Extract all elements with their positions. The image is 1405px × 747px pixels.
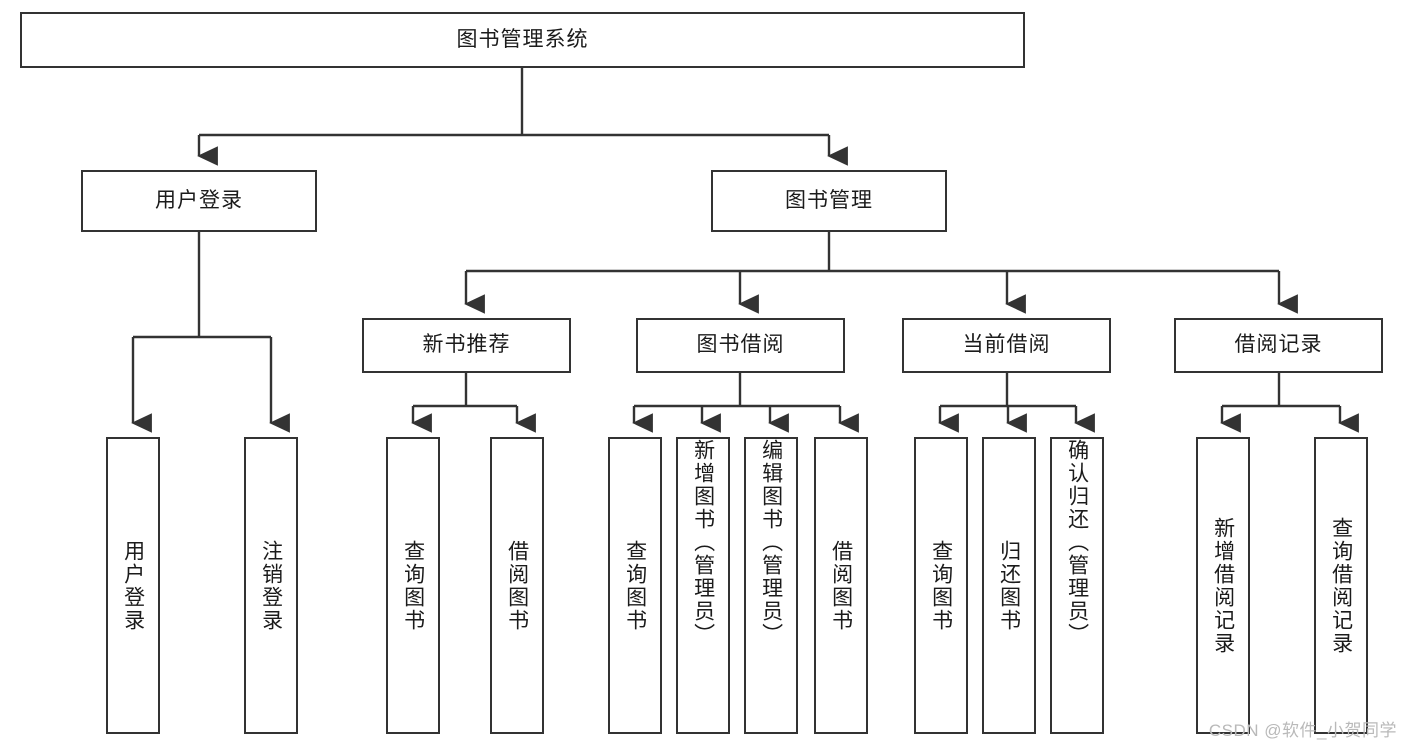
leaf-label: 借阅图书 bbox=[505, 539, 529, 632]
leaf-book-borrow-add-book-admin[interactable]: 新增图书（管理员） bbox=[676, 437, 730, 734]
node-book-borrow[interactable]: 图书借阅 bbox=[636, 318, 845, 373]
leaf-label: 查询借阅记录 bbox=[1329, 516, 1353, 655]
node-user-login[interactable]: 用户登录 bbox=[81, 170, 317, 232]
leaf-label: 确认归还（管理员） bbox=[1065, 439, 1089, 646]
leaf-book-borrow-borrow-book[interactable]: 借阅图书 bbox=[814, 437, 868, 734]
leaf-label: 归还图书 bbox=[997, 539, 1021, 632]
leaf-user-login-login[interactable]: 用户登录 bbox=[106, 437, 160, 734]
leaf-label: 新增图书（管理员） bbox=[691, 439, 715, 646]
node-borrow-record[interactable]: 借阅记录 bbox=[1174, 318, 1383, 373]
leaf-user-login-logout[interactable]: 注销登录 bbox=[244, 437, 298, 734]
leaf-book-borrow-edit-book-admin[interactable]: 编辑图书（管理员） bbox=[744, 437, 798, 734]
leaf-label: 查询图书 bbox=[929, 539, 953, 632]
node-root-book-management-system[interactable]: 图书管理系统 bbox=[20, 12, 1025, 68]
leaf-new-book-borrow-book[interactable]: 借阅图书 bbox=[490, 437, 544, 734]
leaf-label: 查询图书 bbox=[623, 539, 647, 632]
leaf-current-borrow-return-book[interactable]: 归还图书 bbox=[982, 437, 1036, 734]
leaf-label: 注销登录 bbox=[259, 539, 283, 632]
leaf-label: 用户登录 bbox=[121, 539, 145, 632]
leaf-book-borrow-query-book[interactable]: 查询图书 bbox=[608, 437, 662, 734]
leaf-borrow-record-add-record[interactable]: 新增借阅记录 bbox=[1196, 437, 1250, 734]
leaf-label: 借阅图书 bbox=[829, 539, 853, 632]
leaf-new-book-query-book[interactable]: 查询图书 bbox=[386, 437, 440, 734]
leaf-label: 编辑图书（管理员） bbox=[759, 439, 783, 646]
node-book-management[interactable]: 图书管理 bbox=[711, 170, 947, 232]
leaf-label: 查询图书 bbox=[401, 539, 425, 632]
leaf-current-borrow-confirm-return-admin[interactable]: 确认归还（管理员） bbox=[1050, 437, 1104, 734]
node-label: 借阅记录 bbox=[1234, 333, 1323, 357]
node-new-book-recommend[interactable]: 新书推荐 bbox=[362, 318, 571, 373]
node-label: 当前借阅 bbox=[962, 333, 1051, 357]
leaf-label: 新增借阅记录 bbox=[1211, 516, 1235, 655]
node-label: 新书推荐 bbox=[422, 333, 511, 357]
leaf-borrow-record-query-record[interactable]: 查询借阅记录 bbox=[1314, 437, 1368, 734]
leaf-current-borrow-query-book[interactable]: 查询图书 bbox=[914, 437, 968, 734]
node-label: 图书管理 bbox=[785, 188, 873, 212]
node-current-borrow[interactable]: 当前借阅 bbox=[902, 318, 1111, 373]
node-label: 用户登录 bbox=[155, 188, 243, 212]
node-label: 图书借阅 bbox=[696, 333, 785, 357]
node-label: 图书管理系统 bbox=[456, 27, 589, 51]
